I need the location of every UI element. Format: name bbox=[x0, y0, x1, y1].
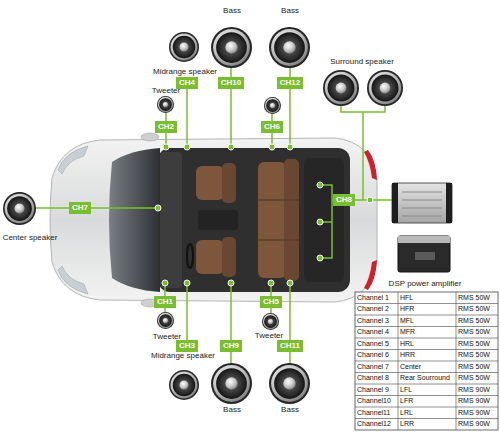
channel-tag: CH6 bbox=[261, 121, 283, 133]
channel-tag: CH10 bbox=[218, 77, 244, 89]
speaker-caption: DSP power amplifier bbox=[389, 280, 462, 289]
table-cell: RMS 90W bbox=[458, 409, 490, 417]
channel-label: CH2 bbox=[158, 122, 174, 132]
channel-tag: CH1 bbox=[154, 296, 176, 308]
channel-label: CH5 bbox=[263, 297, 279, 307]
table-cell: Channel 5 bbox=[357, 340, 389, 348]
speaker-caption: Surround speaker bbox=[330, 58, 394, 67]
channel-tag: CH2 bbox=[155, 121, 177, 133]
channel-label: CH3 bbox=[179, 341, 195, 351]
channel-label: CH8 bbox=[336, 195, 352, 205]
channel-label: CH10 bbox=[221, 78, 241, 88]
table-cell: Channel 3 bbox=[357, 317, 389, 325]
speaker-caption: Midrange speaker bbox=[153, 68, 217, 77]
channel-label: CH9 bbox=[223, 341, 239, 351]
table-cell: LRR bbox=[400, 420, 414, 428]
speaker-caption: Center speaker bbox=[3, 234, 58, 243]
table-cell: Channel 1 bbox=[357, 294, 389, 302]
channel-tag: CH12 bbox=[277, 77, 303, 89]
table-cell: Channel 9 bbox=[357, 386, 389, 394]
speaker-caption: Tweeter bbox=[153, 333, 181, 342]
table-cell: RMS 50W bbox=[458, 317, 490, 325]
table-cell: RMS 90W bbox=[458, 420, 490, 428]
channel-label: CH6 bbox=[264, 122, 280, 132]
table-cell: Channel 6 bbox=[357, 351, 389, 359]
table-cell: Channel11 bbox=[357, 409, 390, 417]
table-cell: HFR bbox=[400, 305, 414, 313]
table-cell: Rear Sourround bbox=[400, 374, 450, 382]
speaker-caption: Tweeter bbox=[255, 332, 283, 341]
table-cell: MFR bbox=[400, 328, 415, 336]
table-cell: LFL bbox=[400, 386, 412, 394]
channel-tag: CH9 bbox=[220, 340, 242, 352]
speaker-caption: Bass bbox=[281, 7, 299, 16]
table-cell: RMS 50W bbox=[458, 294, 490, 302]
channel-label: CH12 bbox=[280, 78, 300, 88]
table-cell: RMS 50W bbox=[458, 305, 490, 313]
table-cell: LFR bbox=[400, 397, 413, 405]
channel-label: CH11 bbox=[280, 341, 300, 351]
table-cell: Channel 2 bbox=[357, 305, 389, 313]
channel-tag: CH7 bbox=[69, 202, 91, 214]
table-cell: RMS 90W bbox=[458, 386, 490, 394]
channel-label: CH1 bbox=[157, 297, 173, 307]
table-cell: Channel12 bbox=[357, 420, 391, 428]
table-cell: RMS 50W bbox=[458, 374, 490, 382]
table-cell: RMS 50W bbox=[458, 340, 490, 348]
speaker-caption: Tweeter bbox=[152, 87, 180, 96]
speaker-caption: Bass bbox=[223, 406, 241, 415]
channel-label: CH7 bbox=[72, 203, 88, 213]
table-cell: Center bbox=[400, 363, 421, 371]
table-cell: RMS 50W bbox=[458, 363, 490, 371]
channel-tag: CH8 bbox=[333, 194, 355, 206]
table-cell: HRL bbox=[400, 340, 414, 348]
channel-tag: CH11 bbox=[277, 340, 303, 352]
table-cell: RMS 90W bbox=[458, 397, 490, 405]
table-cell: RMS 50W bbox=[458, 328, 490, 336]
channel-tag: CH5 bbox=[260, 296, 282, 308]
table-cell: HRR bbox=[400, 351, 415, 359]
table-cell: Channel 7 bbox=[357, 363, 389, 371]
table-cell: Channel 4 bbox=[357, 328, 389, 336]
speaker-caption: Midrange speaker bbox=[151, 352, 215, 361]
channel-label: CH4 bbox=[179, 78, 195, 88]
table-cell: Channel10 bbox=[357, 397, 391, 405]
speaker-caption: Bass bbox=[223, 7, 241, 16]
table-cell: HFL bbox=[400, 294, 413, 302]
speaker-caption: Bass bbox=[281, 406, 299, 415]
table-cell: MFL bbox=[400, 317, 414, 325]
table-cell: RMS 50W bbox=[458, 351, 490, 359]
table-cell: LRL bbox=[400, 409, 413, 417]
table-cell: Channel 8 bbox=[357, 374, 389, 382]
channel-tag: CH3 bbox=[176, 340, 198, 352]
